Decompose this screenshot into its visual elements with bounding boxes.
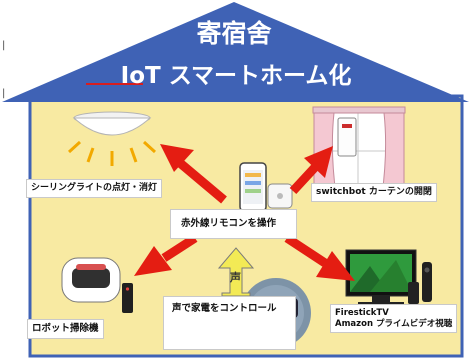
- ir-remote-label: 赤外線リモコンを操作: [170, 209, 297, 239]
- arrow-to-curtain: [289, 146, 333, 195]
- arrow-to-light: [160, 144, 227, 204]
- arrow-to-tv: [284, 234, 355, 281]
- firestick-label-line-2: Amazon プライムビデオ視聴: [335, 318, 453, 329]
- smartphone-hub-icon: [239, 162, 293, 212]
- ceiling-light-label: シーリングライトの点灯・消灯: [26, 179, 163, 199]
- voice-badge: 声: [230, 271, 241, 284]
- firestick-label-line-1: FirestickTV: [335, 308, 389, 318]
- voice-control-label: 声で家電をコントロール: [163, 296, 296, 350]
- curtain-label: switchbot カーテンの開閉: [311, 183, 437, 203]
- ceiling-light-icon: [67, 111, 157, 166]
- title-line-1: 寄宿舍: [196, 19, 272, 48]
- curtain-window-icon: [312, 106, 406, 196]
- firestick-label: FirestickTV Amazon プライムビデオ視聴: [330, 304, 458, 334]
- title-line-2: IoT スマートホーム化: [120, 63, 352, 89]
- arrow-to-vacuum: [134, 234, 198, 276]
- tv-firestick-icon: [345, 249, 432, 305]
- house-roof: [2, 2, 469, 102]
- robot-vacuum-label: ロボット掃除機: [27, 319, 104, 339]
- side-text-fragment: ||: [2, 40, 6, 99]
- robot-vacuum-icon: [61, 257, 133, 313]
